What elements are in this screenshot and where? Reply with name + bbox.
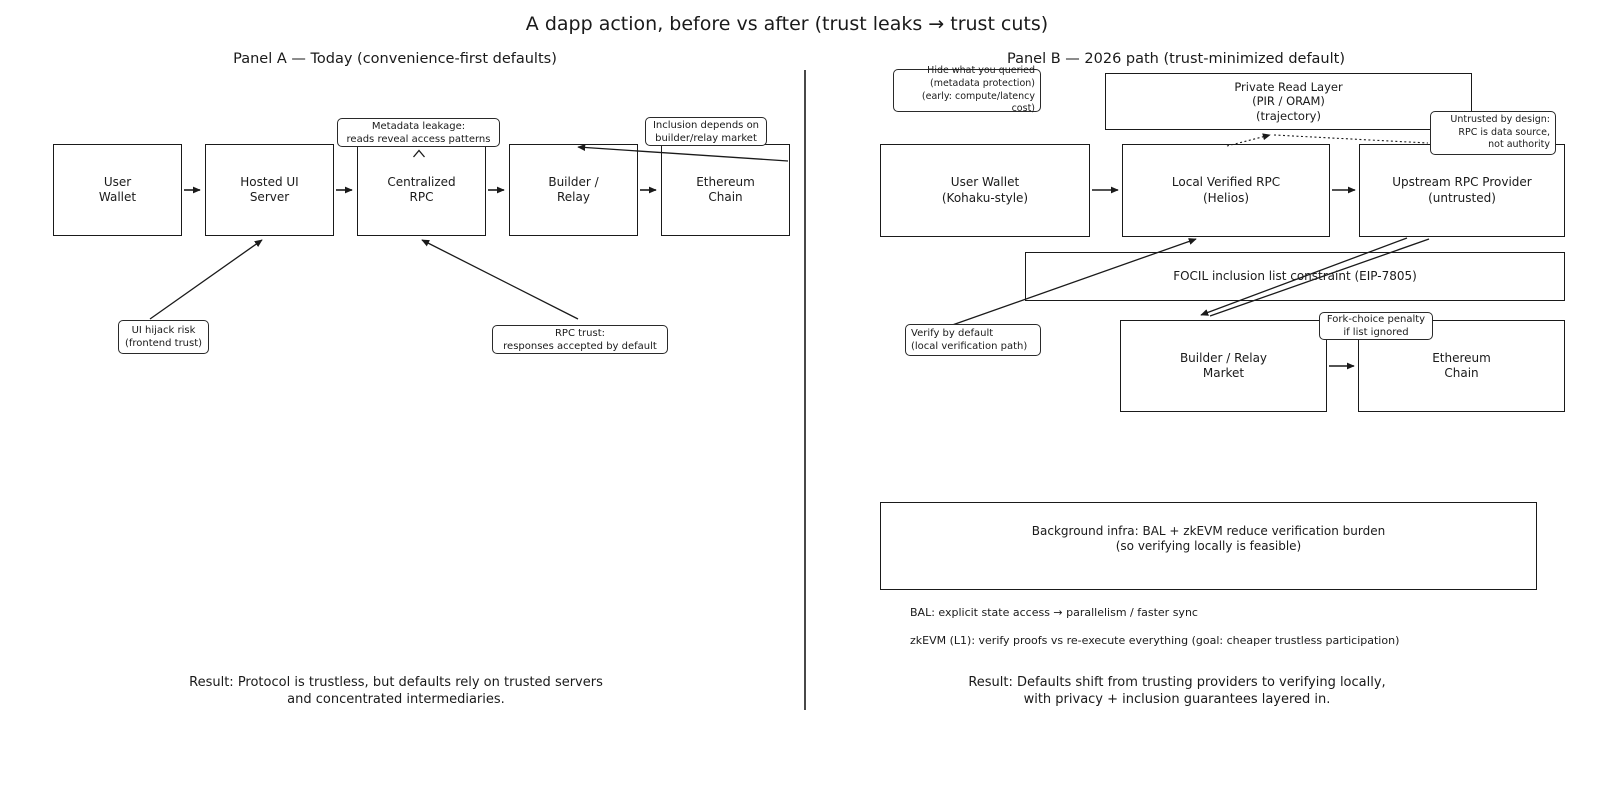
arrow-ui-hijack-to-hosted xyxy=(149,239,263,320)
panel-b-box-focil: FOCIL inclusion list constraint (EIP-780… xyxy=(1025,252,1565,301)
annotation-rpc-trust: RPC trust: responses accepted by default xyxy=(492,325,668,354)
panel-b-box-background-infra: Background infra: BAL + zkEVM reduce ver… xyxy=(880,502,1537,590)
dotted-readlayer-to-upstream xyxy=(1273,134,1429,144)
annotation-metadata-leakage: Metadata leakage: reads reveal access pa… xyxy=(337,118,500,147)
annotation-untrusted: Untrusted by design: RPC is data source,… xyxy=(1430,111,1556,155)
annotation-fork-choice: Fork-choice penalty if list ignored xyxy=(1319,312,1433,340)
panel-a-box-hosted-ui: Hosted UI Server xyxy=(205,144,334,236)
panel-a-box-centralized-rpc: Centralized RPC xyxy=(357,144,486,236)
diagram-title: A dapp action, before vs after (trust le… xyxy=(525,13,1049,35)
panel-b-box-builder-market: Builder / Relay Market xyxy=(1120,320,1327,412)
panel-a-title: Panel A — Today (convenience-first defau… xyxy=(233,51,557,67)
panel-b-box-user-wallet: User Wallet (Kohaku-style) xyxy=(880,144,1090,237)
panel-b-box-local-rpc: Local Verified RPC (Helios) xyxy=(1122,144,1330,237)
annotation-ui-hijack: UI hijack risk (frontend trust) xyxy=(118,320,209,354)
panel-b-box-private-read-layer: Private Read Layer (PIR / ORAM) (traject… xyxy=(1105,73,1472,130)
annotation-verify-default: Verify by default (local verification pa… xyxy=(905,324,1041,356)
panel-b-box-upstream-rpc: Upstream RPC Provider (untrusted) xyxy=(1359,144,1565,237)
panel-a-box-user-wallet: User Wallet xyxy=(53,144,182,236)
panel-a-result: Result: Protocol is trustless, but defau… xyxy=(189,675,603,707)
note-bal: BAL: explicit state access → parallelism… xyxy=(910,606,1198,619)
note-zkevm: zkEVM (L1): verify proofs vs re-execute … xyxy=(910,634,1400,647)
panel-a-box-builder-relay: Builder / Relay xyxy=(509,144,638,236)
panel-a-box-ethereum-chain: Ethereum Chain xyxy=(661,144,790,236)
panel-b-title: Panel B — 2026 path (trust-minimized def… xyxy=(1007,51,1345,67)
panel-b-result: Result: Defaults shift from trusting pro… xyxy=(968,675,1386,707)
annotation-inclusion-depends: Inclusion depends on builder/relay marke… xyxy=(645,117,767,146)
arrow-rpc-trust-to-rpc xyxy=(421,239,579,320)
annotation-hide-query: Hide what you queried (metadata protecti… xyxy=(893,65,1041,114)
